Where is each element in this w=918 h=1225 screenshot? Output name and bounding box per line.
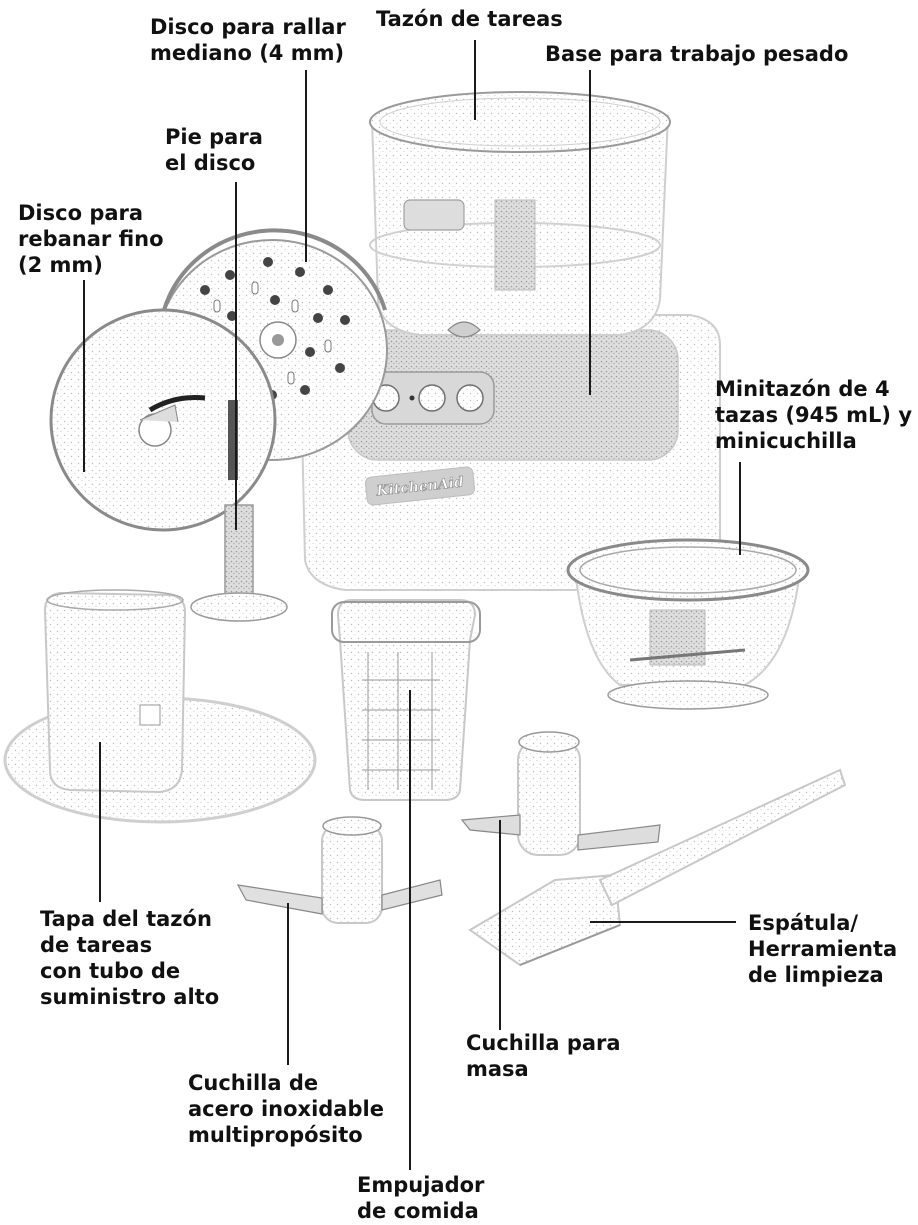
label-line: acero inoxidable (188, 1097, 384, 1121)
label-line: mediano (4 mm) (150, 41, 345, 65)
label-empujador: Empujador de comida (357, 1172, 484, 1224)
label-line: Base para trabajo pesado (545, 42, 849, 66)
work-bowl (369, 91, 671, 338)
pulse-button-icon (456, 384, 484, 412)
label-line: minicuchilla (715, 429, 857, 453)
label-line: Minitazón de 4 (715, 377, 890, 401)
label-line: Tapa del tazón (40, 907, 212, 931)
label-line: tazas (945 mL) y (715, 403, 913, 427)
label-line: de tareas (40, 933, 153, 957)
label-line: masa (466, 1057, 529, 1081)
label-cuchilla-masa: Cuchilla para masa (466, 1030, 621, 1082)
label-line: Disco para (18, 201, 144, 225)
dough-blade (460, 731, 661, 856)
food-pusher (331, 599, 481, 801)
label-tapa: Tapa del tazón de tareas con tubo de sum… (40, 906, 219, 1010)
label-line: Disco para rallar (150, 15, 346, 39)
label-base: Base para trabajo pesado (545, 41, 848, 67)
mini-bowl (566, 538, 810, 710)
label-line: el disco (165, 151, 256, 175)
spatula-cleaning-tool (468, 768, 847, 967)
multipurpose-steel-blade (236, 816, 443, 924)
label-line: (2 mm) (18, 253, 103, 277)
thin-slicing-disc (49, 308, 277, 532)
label-line: Pie para (165, 125, 263, 149)
label-pie-disco: Pie para el disco (165, 124, 263, 176)
label-line: Cuchilla de (188, 1071, 319, 1095)
label-line: Empujador (357, 1173, 485, 1197)
heavy-duty-base: KitchenAid (298, 314, 721, 591)
label-disco-rebanar: Disco para rebanar fino (2 mm) (18, 200, 164, 278)
label-tazon-de-tareas: Tazón de tareas (376, 6, 563, 32)
work-bowl-cover (3, 589, 317, 824)
label-line: Tazón de tareas (376, 7, 563, 31)
label-line: Espátula/ (748, 911, 859, 935)
label-line: rebanar fino (18, 227, 164, 251)
label-line: suministro alto (40, 985, 220, 1009)
label-line: con tubo de (40, 959, 181, 983)
disc-stem (190, 400, 288, 622)
label-espatula: Espátula/ Herramienta de limpieza (748, 910, 897, 988)
on-button-icon (418, 384, 446, 412)
label-line: Cuchilla para (466, 1031, 621, 1055)
label-line: de limpieza (748, 963, 884, 987)
label-disco-rallar: Disco para rallar mediano (4 mm) (150, 14, 346, 66)
label-line: de comida (357, 1199, 479, 1223)
leader-lines (83, 40, 741, 1170)
label-minitazon: Minitazón de 4 tazas (945 mL) y minicuch… (715, 376, 912, 454)
label-line: multipropósito (188, 1123, 363, 1147)
label-line: Herramienta (748, 937, 898, 961)
label-cuchilla-acero: Cuchilla de acero inoxidable multipropós… (188, 1070, 384, 1148)
